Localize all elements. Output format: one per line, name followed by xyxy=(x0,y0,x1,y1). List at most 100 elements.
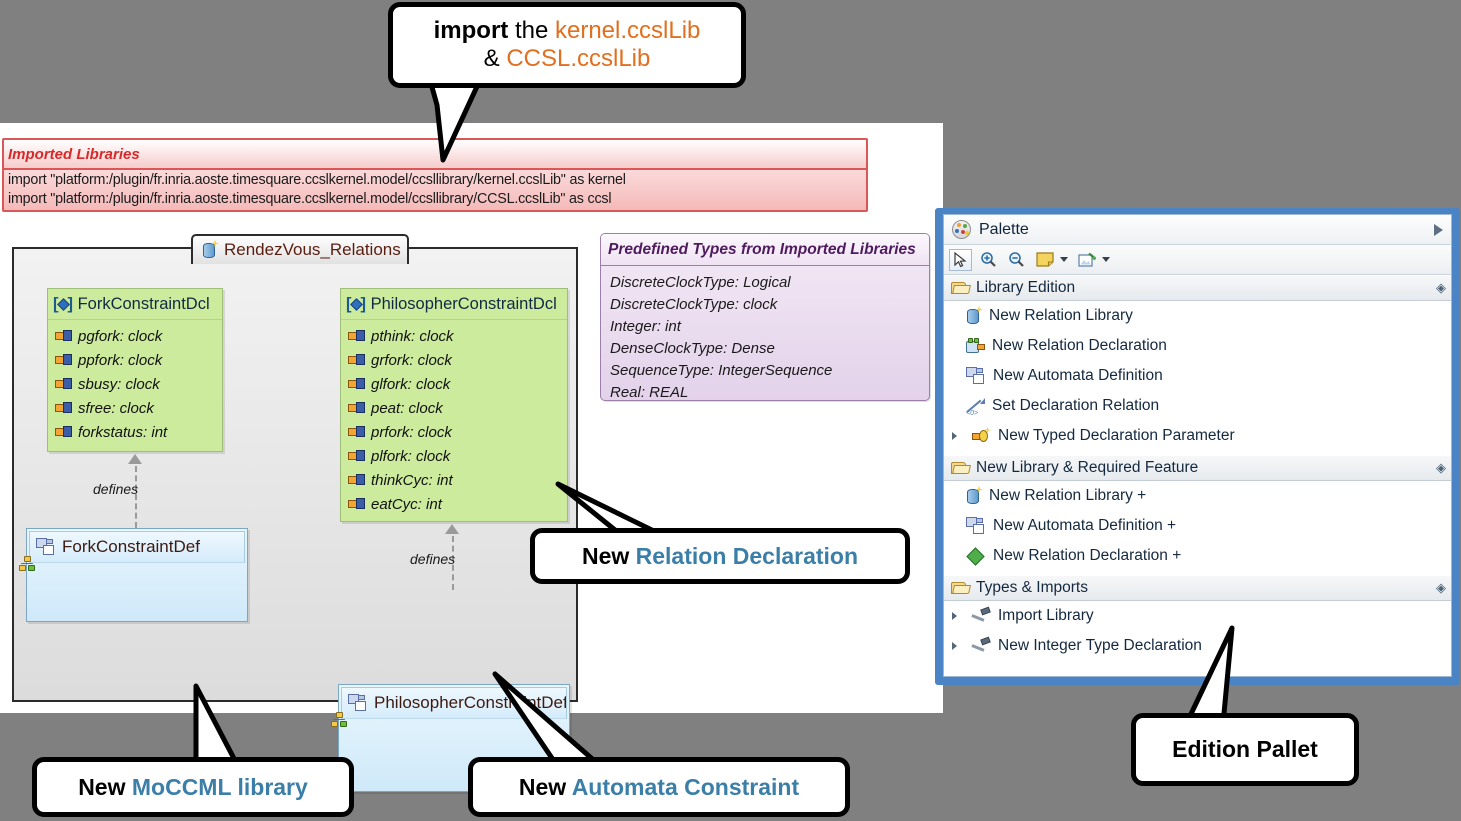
property-label: forkstatus: int xyxy=(78,423,168,441)
callout-automata-constraint: New Automata Constraint xyxy=(468,757,850,817)
import-statement-kernel[interactable]: import "platform:/plugin/fr.inria.aoste.… xyxy=(8,172,626,188)
property-icon xyxy=(348,401,365,415)
attach-note-tool-dropdown-caret[interactable] xyxy=(1102,257,1110,262)
hammer-icon xyxy=(971,606,991,624)
palette-group-types-imports[interactable]: Types & Imports ◈ xyxy=(944,575,1451,601)
imported-libraries-box[interactable]: Imported Libraries import "platform:/plu… xyxy=(2,138,868,212)
palette-item-new-relation-library[interactable]: New Relation Library xyxy=(944,301,1451,331)
property-row[interactable]: ppfork: clock xyxy=(48,348,222,372)
note-attachment-icon xyxy=(1077,252,1096,267)
callout-import-part2: the xyxy=(508,17,555,45)
property-row[interactable]: pgfork: clock xyxy=(48,324,222,348)
stereotype-bracket-open: [ xyxy=(53,295,59,313)
palette-item-new-integer-type-declaration[interactable]: New Integer Type Declaration xyxy=(944,631,1451,661)
property-row[interactable]: grfork: clock xyxy=(341,348,567,372)
property-row[interactable]: peat: clock xyxy=(341,396,567,420)
import-statement-ccsl[interactable]: import "platform:/plugin/fr.inria.aoste.… xyxy=(8,191,612,207)
cursor-arrow-icon xyxy=(954,251,967,267)
palette-item-new-relation-declaration-plus[interactable]: New Relation Declaration + xyxy=(944,541,1451,571)
palette-icon xyxy=(952,220,971,239)
green-diamond-icon xyxy=(966,546,985,566)
predefined-type-row: DiscreteClockType: Logical xyxy=(610,274,791,291)
relation-library-icon xyxy=(966,485,983,506)
imported-libraries-title: Imported Libraries xyxy=(4,140,866,170)
open-folder-icon xyxy=(951,581,971,595)
predefined-types-title: Predefined Types from Imported Libraries xyxy=(601,234,929,266)
property-row[interactable]: plfork: clock xyxy=(341,444,567,468)
property-row[interactable]: pthink: clock xyxy=(341,324,567,348)
property-row[interactable]: glfork: clock xyxy=(341,372,567,396)
palette-group-library-edition[interactable]: Library Edition ◈ xyxy=(944,275,1451,301)
palette-item-new-typed-declaration-parameter[interactable]: New Typed Declaration Parameter xyxy=(944,421,1451,451)
property-row[interactable]: eatCyc: int xyxy=(341,492,567,516)
zoom-in-icon xyxy=(981,252,996,267)
pin-icon[interactable]: ◈ xyxy=(1436,580,1446,595)
defines-label-philosopher: defines xyxy=(410,551,456,567)
callout-import-part4: & xyxy=(483,45,507,72)
property-label: sfree: clock xyxy=(78,399,154,417)
defines-label-fork: defines xyxy=(93,481,139,497)
note-tool-button[interactable] xyxy=(1033,249,1056,271)
pin-icon[interactable]: ◈ xyxy=(1436,460,1446,475)
generalization-arrowhead-fork xyxy=(128,454,142,464)
callout-moccml-library: New MoCCML library xyxy=(32,757,354,817)
palette-titlebar: Palette xyxy=(944,215,1451,245)
predefined-type-row: Real: REAL xyxy=(610,384,689,401)
palette-item-set-declaration-relation[interactable]: <0> Set Declaration Relation xyxy=(944,391,1451,421)
property-label: sbusy: clock xyxy=(78,375,160,393)
property-label: plfork: clock xyxy=(371,447,451,465)
class-fork-constraint-dcl[interactable]: [] ForkConstraintDcl pgfork: clock ppfor… xyxy=(47,288,223,452)
palette-item-new-relation-declaration[interactable]: New Relation Declaration xyxy=(944,331,1451,361)
palette-item-new-automata-definition[interactable]: New Automata Definition xyxy=(944,361,1451,391)
callout-automata-highlight: Automata Constraint xyxy=(571,773,800,800)
zoom-out-tool-button[interactable] xyxy=(1005,249,1028,271)
class-philosopher-constraint-dcl[interactable]: [] PhilosopherConstraintDcl pthink: cloc… xyxy=(340,288,568,522)
note-tool-dropdown-caret[interactable] xyxy=(1060,257,1068,262)
property-row[interactable]: thinkCyc: int xyxy=(341,468,567,492)
expand-arrow-icon[interactable] xyxy=(952,432,962,440)
property-row[interactable]: prfork: clock xyxy=(341,420,567,444)
automata-definition-icon xyxy=(966,517,986,535)
callout-import-part1: import xyxy=(433,17,509,45)
property-icon xyxy=(348,425,365,439)
callout-import-part3: kernel.ccslLib xyxy=(554,17,701,45)
automata-definition-icon xyxy=(966,367,986,385)
palette-inner: Palette Library E xyxy=(943,214,1452,677)
property-row[interactable]: sbusy: clock xyxy=(48,372,222,396)
property-row[interactable]: forkstatus: int xyxy=(48,420,222,444)
chevron-right-icon[interactable] xyxy=(1434,223,1443,236)
property-label: eatCyc: int xyxy=(371,495,442,513)
property-icon xyxy=(348,449,365,463)
generalization-connector-philosopher xyxy=(452,536,454,590)
expand-arrow-icon[interactable] xyxy=(952,642,962,650)
expand-arrow-icon[interactable] xyxy=(952,612,962,620)
attach-note-tool-button[interactable] xyxy=(1075,249,1098,271)
automata-definition-icon xyxy=(36,538,56,556)
class-philosopher-constraint-dcl-properties: pthink: clock grfork: clock glfork: cloc… xyxy=(341,320,567,520)
palette-panel: Palette Library E xyxy=(935,208,1460,685)
class-fork-constraint-def[interactable]: ForkConstraintDef xyxy=(19,528,248,622)
predefined-type-row: DenseClockType: Dense xyxy=(610,340,775,357)
palette-item-new-automata-definition-plus[interactable]: New Automata Definition + xyxy=(944,511,1451,541)
property-row[interactable]: sfree: clock xyxy=(48,396,222,420)
class-fork-constraint-dcl-properties: pgfork: clock ppfork: clock sbusy: clock… xyxy=(48,320,222,448)
palette-item-label: New Relation Library + xyxy=(989,487,1147,504)
pin-icon[interactable]: ◈ xyxy=(1436,280,1446,295)
class-philosopher-constraint-dcl-header: [] PhilosopherConstraintDcl xyxy=(341,289,567,320)
palette-item-new-relation-library-plus[interactable]: New Relation Library + xyxy=(944,481,1451,511)
diagram-tab-rendezvous-relations[interactable]: RendezVous_Relations xyxy=(191,234,409,264)
imported-libraries-body: import "platform:/plugin/fr.inria.aoste.… xyxy=(4,170,866,210)
class-philosopher-constraint-def-header: PhilosopherConstraintDef xyxy=(341,687,567,719)
select-tool-button[interactable] xyxy=(949,248,972,271)
predefined-type-row: Integer: int xyxy=(610,318,681,335)
palette-item-label: New Typed Declaration Parameter xyxy=(998,427,1235,444)
property-icon xyxy=(348,473,365,487)
palette-item-label: New Automata Definition + xyxy=(993,517,1177,534)
property-label: glfork: clock xyxy=(371,375,451,393)
palette-item-import-library[interactable]: Import Library xyxy=(944,601,1451,631)
palette-group-new-library-required-feature[interactable]: New Library & Required Feature ◈ xyxy=(944,455,1451,481)
zoom-in-tool-button[interactable] xyxy=(977,249,1000,271)
predefined-types-box[interactable]: Predefined Types from Imported Libraries… xyxy=(600,233,930,401)
class-fork-constraint-dcl-name: ForkConstraintDcl xyxy=(77,295,210,313)
property-label: pgfork: clock xyxy=(78,327,163,345)
